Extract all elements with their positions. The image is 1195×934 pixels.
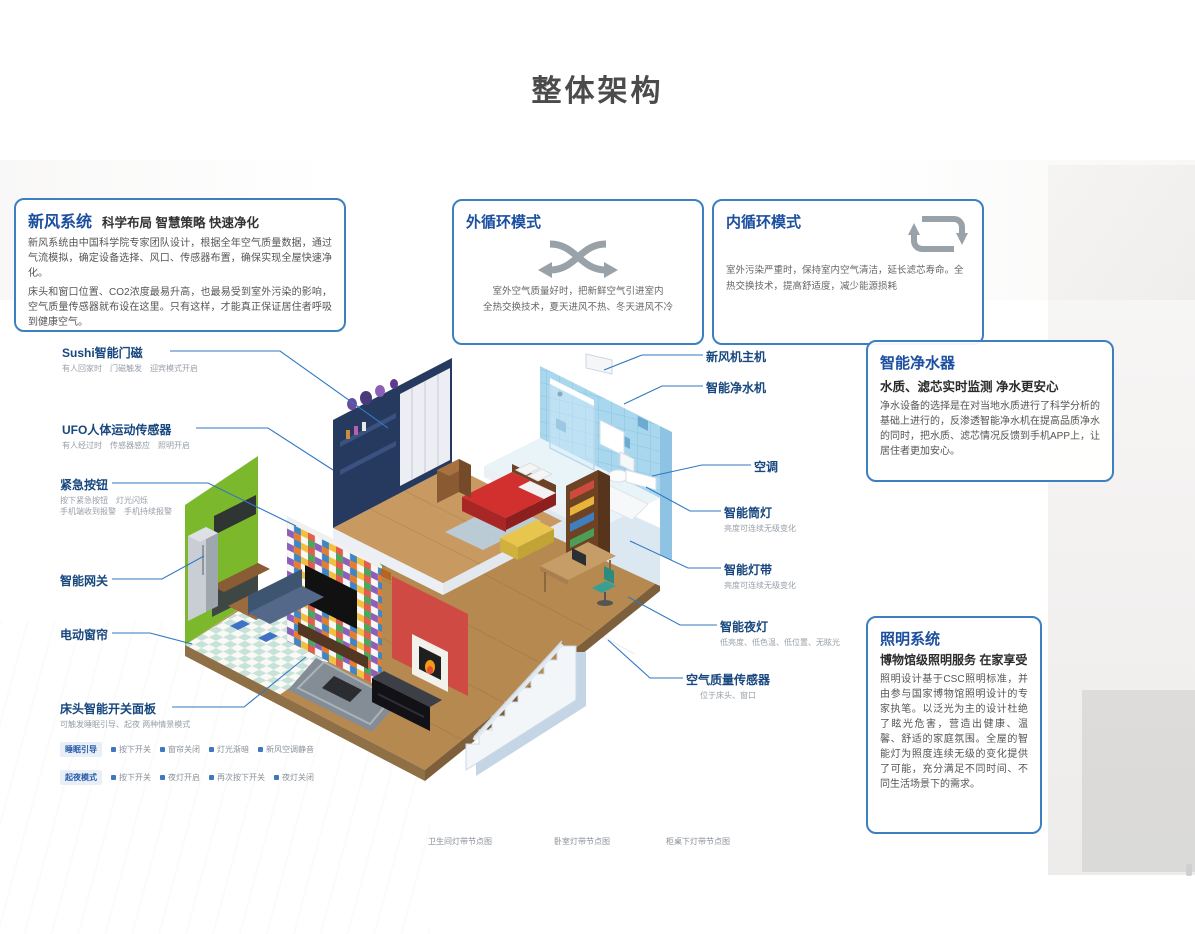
outer-loop-desc1: 室外空气质量好时，把新鲜空气引进室内 (492, 286, 664, 297)
note-light-strip: 亮度可连续无级变化 (724, 581, 796, 590)
scenario-step: 再次按下开关 (209, 772, 265, 783)
note-motion-sensor: 有人经过时 传感器感应 照明开启 (62, 441, 190, 450)
living-room (248, 516, 586, 776)
desk-monitor (572, 548, 586, 566)
scenario-row-night: 起夜模式 按下开关 夜灯开启 再次按下开关 夜灯关闭 (60, 770, 314, 785)
label-electric-curtain: 电动窗帘 (60, 628, 109, 642)
shower (549, 378, 595, 472)
label-bedside-panel: 床头智能开关面板 (60, 702, 157, 716)
fresh-air-host-unit (585, 353, 613, 375)
water-purifier-box: 智能净水器 水质、滤芯实时监测 净水更安心 净水设备的选择是在对当地水质进行了科… (866, 340, 1114, 482)
fresh-air-para2: 床头和窗口位置、CO2浓度最易升高，也最易受到室外污染的影响，空气质量传感器就布… (28, 287, 332, 328)
vases (347, 379, 398, 410)
upper-floor (333, 353, 672, 606)
staircase (465, 640, 586, 776)
dresser (437, 459, 471, 503)
scenario-row-sleep: 睡眠引导 按下开关 窗帘关闭 灯光渐暗 新风空调静音 (60, 742, 314, 757)
scenario-step: 按下开关 (111, 772, 151, 783)
label-light-strip: 智能灯带 (724, 563, 773, 577)
caption-bedroom-strip: 卧室灯带节点图 (554, 837, 610, 846)
inner-loop-title: 内循环模式 (726, 214, 802, 231)
scenario-step: 夜灯关闭 (274, 772, 314, 783)
label-smart-gateway: 智能网关 (60, 574, 109, 588)
fireplace-red-wall (392, 576, 468, 696)
cycle-arrows-icon (908, 216, 968, 252)
note-air-quality-sensor: 位于床头、窗口 (700, 691, 756, 700)
outer-loop-mode-box: 外循环模式 室外空气质量好时，把新鲜空气引进室内 全热交换技术，夏天进风不热、冬… (452, 199, 704, 345)
label-emergency-button: 紧急按钮 (60, 478, 109, 492)
lighting-title: 照明系统 (880, 631, 941, 648)
water-title: 智能净水器 (880, 355, 956, 372)
note-emergency-button-1: 按下紧急按钮 灯光闪烁 (60, 496, 148, 505)
fridge (188, 527, 218, 621)
label-motion-sensor: UFO人体运动传感器 (62, 423, 172, 437)
exchange-arrows-icon (538, 240, 618, 278)
scenario-mode: 起夜模式 (60, 770, 102, 785)
fresh-air-system-box: 新风系统 科学布局 智慧策略 快速净化 新风系统由中国科学院专家团队设计，根据全… (14, 198, 346, 332)
bedroom-navy-wall (333, 358, 452, 528)
daybed-yellow (500, 520, 554, 560)
coffee-table (322, 676, 362, 702)
scenario-step: 灯光渐暗 (209, 744, 249, 755)
note-smart-downlight: 亮度可连续无级变化 (724, 524, 796, 533)
outer-loop-desc2: 全热交换技术，夏天进风不热、冬天进风不冷 (482, 301, 673, 313)
inner-loop-mode-box: 内循环模式 室外污染严重时，保持室内空气清洁，延长滤芯寿命。全热交换技术，提高舒… (712, 199, 984, 345)
caption-cabinet-strip: 柜桌下灯带节点图 (666, 837, 730, 846)
lighting-body: 照明设计基于CSC照明标准，并由参与国家博物馆照明设计的专家执笔。以泛光为主的设… (880, 674, 1028, 791)
scenario-step: 夜灯开启 (160, 772, 200, 783)
outer-loop-title: 外循环模式 (466, 214, 542, 231)
scenario-step: 窗帘关闭 (160, 744, 200, 755)
note-night-light: 低亮度、低色温、低位置、无眩光 (720, 638, 840, 647)
fresh-air-para1: 新风系统由中国科学院专家团队设计，根据全年空气质量数据，通过气流模拟，确定设备选… (28, 238, 332, 279)
note-bedside-panel: 可触发睡眠引导、起夜 两种情景模式 (60, 720, 191, 729)
desk-and-chair (540, 542, 616, 606)
label-door-sensor: Sushi智能门磁 (62, 346, 143, 360)
wardrobe (400, 368, 450, 486)
sofa (248, 569, 324, 624)
lighting-subtitle: 博物馆级照明服务 在家享受 (880, 653, 1028, 667)
label-air-quality-sensor: 空气质量传感器 (686, 673, 771, 687)
scenario-step: 按下开关 (111, 744, 151, 755)
inner-loop-desc: 室外污染严重时，保持室内空气清洁，延长滤芯寿命。全热交换技术，提高舒适度，减少能… (726, 265, 964, 292)
water-body: 净水设备的选择是在对当地水质进行了科学分析的基础上进行的，反渗透智能净水机在提高… (880, 401, 1101, 457)
water-subtitle: 水质、滤芯实时监测 净水更安心 (880, 380, 1059, 394)
scenario-mode: 睡眠引导 (60, 742, 102, 757)
fresh-air-subtitle: 科学布局 智慧策略 快速净化 (102, 216, 259, 230)
page-title: 整体架构 (531, 75, 664, 109)
bed (462, 462, 556, 532)
fresh-air-title: 新风系统 (28, 214, 93, 231)
air-conditioner-unit (625, 469, 657, 491)
bookshelf (566, 470, 610, 566)
caption-bathroom-strip: 卫生间灯带节点图 (428, 837, 492, 846)
media-cabinet (372, 671, 442, 731)
scenario-step: 新风空调静音 (258, 744, 314, 755)
label-air-conditioner: 空调 (754, 460, 779, 474)
tv-screen (305, 565, 357, 629)
lighting-system-box: 照明系统 博物馆级照明服务 在家享受 照明设计基于CSC照明标准，并由参与国家博… (866, 616, 1042, 834)
leader-lines (112, 350, 751, 708)
label-smart-downlight: 智能筒灯 (724, 506, 773, 520)
note-door-sensor: 有人回家时 门磁触发 迎宾模式开启 (62, 364, 198, 373)
mosaic-tv-wall (287, 516, 393, 688)
label-night-light: 智能夜灯 (720, 620, 769, 634)
label-fresh-air-host: 新风机主机 (706, 350, 767, 364)
label-water-purifier: 智能净水机 (706, 381, 767, 395)
note-emergency-button-2: 手机端收到报警 手机持续报警 (60, 507, 172, 516)
